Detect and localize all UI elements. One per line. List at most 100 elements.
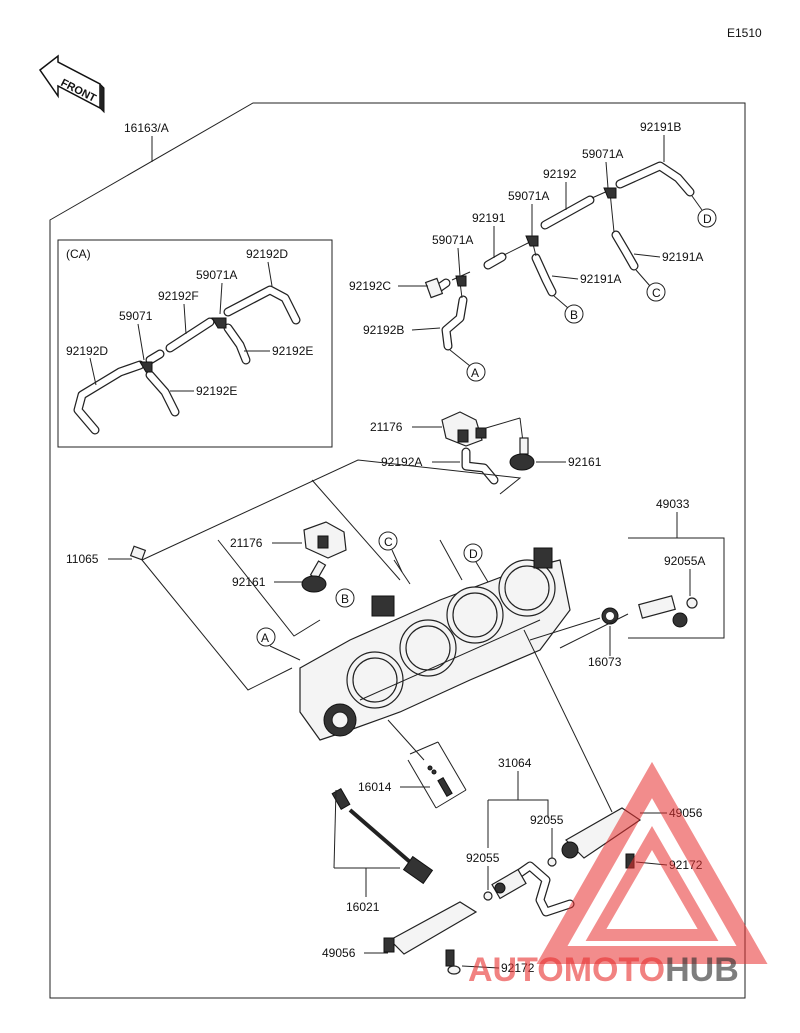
leader (559, 613, 629, 649)
leader (449, 349, 471, 367)
label-31064: 31064 (498, 756, 532, 770)
label-59071A-2: 59071A (508, 189, 549, 203)
leader (219, 282, 223, 315)
label-ca-92192E-2: 92192E (196, 384, 237, 398)
label-16021: 16021 (346, 900, 380, 914)
label-59071A-1: 59071A (582, 147, 623, 161)
label-92192A: 92192A (381, 455, 422, 469)
leader (551, 275, 579, 280)
o-ring-16073 (601, 607, 619, 625)
label-49056-2: 49056 (322, 946, 356, 960)
callout-circle-b (564, 304, 584, 324)
leader (457, 247, 461, 277)
callout-circle-c-lower (378, 531, 398, 551)
callout-a-lower: A (261, 631, 269, 645)
label-21176-1: 21176 (370, 420, 403, 434)
label-92191A-2: 92191A (662, 250, 703, 264)
label-ca-92192F: 92192F (158, 289, 199, 303)
leader (529, 617, 601, 641)
leader (635, 269, 651, 287)
callout-c-lower: C (384, 535, 393, 549)
ca-inset-label: (CA) (66, 247, 91, 261)
sensor-21176-top (441, 411, 487, 447)
leader (475, 561, 489, 583)
fitting-92161-top (485, 417, 535, 471)
vacuum-hose-network (424, 161, 695, 351)
callout-circle-a (466, 362, 486, 382)
delivery-pipe-49056-lower (383, 901, 478, 975)
label-92192B: 92192B (363, 323, 404, 337)
injector-bracket (628, 537, 725, 639)
watermark-auto: AUTO (468, 951, 564, 989)
label-59071A-3: 59071A (432, 233, 473, 247)
label-92172-2: 92172 (501, 961, 535, 975)
callout-circle-d-lower (463, 543, 483, 563)
label-ca-92192D-1: 92192D (246, 247, 288, 261)
leader (523, 629, 613, 813)
leader (183, 303, 187, 335)
o-ring-92055-a (547, 857, 557, 867)
callout-circle-a-lower (256, 627, 276, 647)
leader (411, 327, 441, 331)
label-92161-1: 92161 (568, 455, 602, 469)
label-ca-59071A: 59071A (196, 268, 237, 282)
cable-16021 (331, 788, 434, 885)
label-92055A: 92055A (664, 554, 705, 568)
leader (461, 965, 500, 969)
leader (605, 161, 609, 189)
leader (633, 253, 661, 258)
callout-b-lower: B (341, 592, 349, 606)
label-49033: 49033 (656, 497, 690, 511)
leader (553, 295, 569, 309)
label-16073: 16073 (588, 655, 622, 669)
callout-circle-b-lower (335, 588, 355, 608)
callout-a-top: A (471, 366, 479, 380)
callout-circle-c (646, 282, 666, 302)
callout-circle-d (697, 208, 717, 228)
label-ca-92192E-1: 92192E (272, 344, 313, 358)
label-92161-2: 92161 (232, 575, 266, 589)
label-92191A-1: 92191A (580, 272, 621, 286)
label-92192: 92192 (543, 167, 577, 181)
assembly-outline (49, 102, 746, 999)
screw-set-16014 (387, 719, 467, 809)
label-16014: 16014 (358, 780, 392, 794)
throttle-body-assembly (299, 547, 571, 741)
hose-92192A (461, 447, 499, 485)
throttle-outline-lines (141, 459, 522, 691)
label-92055-1: 92055 (530, 813, 564, 827)
label-ca-92192D-2: 92192D (66, 344, 108, 358)
label-21176-2: 21176 (230, 536, 263, 550)
label-92191B: 92191B (640, 120, 681, 134)
label-11065: 11065 (66, 552, 99, 566)
leader (691, 195, 703, 211)
label-92055-2: 92055 (466, 851, 500, 865)
leader (137, 323, 145, 361)
sensor-21176-lower (303, 521, 347, 559)
svg-text:AUTOMOTOHUB: AUTOMOTOHUB (468, 951, 739, 989)
bracket-31064 (488, 799, 549, 818)
leader (89, 357, 97, 386)
callout-b-top: B (570, 308, 578, 322)
fuel-pipe-31064 (491, 861, 575, 917)
leader (391, 549, 403, 573)
injector-49033 (638, 595, 698, 628)
watermark-moto: MOTO (564, 951, 665, 989)
ca-hose-set (73, 285, 301, 435)
callout-d-top: D (703, 212, 712, 226)
label-16163A: 16163/A (124, 121, 169, 135)
screw-11065 (129, 545, 147, 561)
callout-d-lower: D (469, 547, 478, 561)
automotohub-watermark-logo (536, 761, 768, 964)
leader (269, 645, 301, 661)
ca-inset-box (57, 239, 333, 448)
front-arrow-icon: FRONT (38, 54, 105, 114)
label-ca-59071: 59071 (119, 309, 153, 323)
watermark-hub: HUB (665, 951, 739, 989)
callout-c-top: C (652, 286, 661, 300)
leader (267, 261, 273, 287)
label-92191: 92191 (472, 211, 506, 225)
diagram-code: E1510 (727, 26, 762, 40)
